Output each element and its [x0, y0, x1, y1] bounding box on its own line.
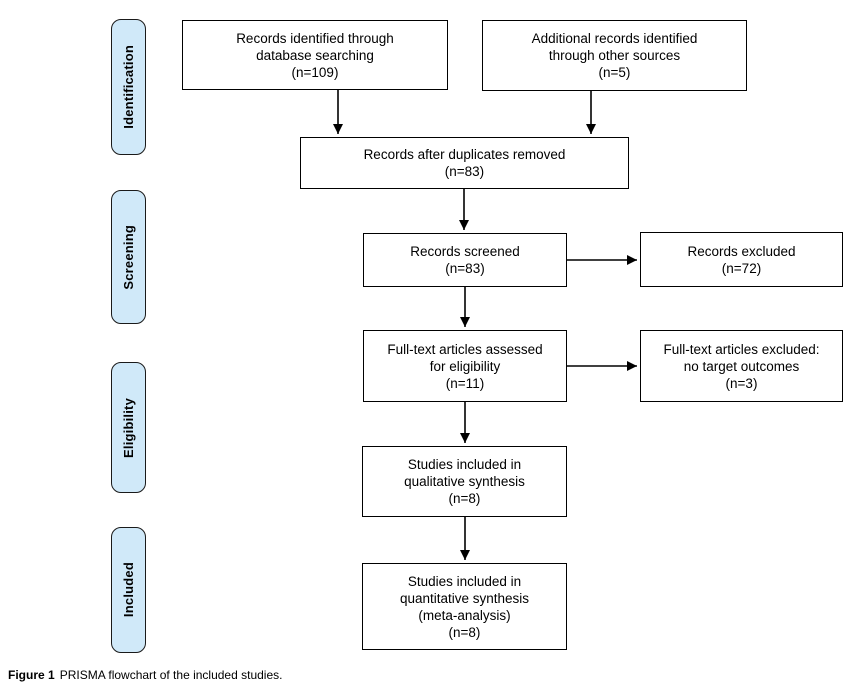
box-records-identified: Records identified through database sear… [182, 20, 448, 90]
box-text: Records identified through database sear… [236, 30, 394, 80]
box-records-screened: Records screened (n=83) [363, 233, 567, 287]
box-additional-records: Additional records identified through ot… [482, 20, 747, 91]
box-text: Full-text articles excluded: no target o… [663, 341, 820, 391]
stage-label-screening: Screening [111, 190, 146, 324]
box-text: Records after duplicates removed (n=83) [363, 147, 566, 179]
box-text: Additional records identified through ot… [531, 31, 698, 80]
box-qualitative-synthesis: Studies included in qualitative synthesi… [362, 446, 567, 517]
stage-label-text: Identification [121, 45, 136, 129]
box-text: Studies included in qualitative synthesi… [404, 457, 525, 506]
stage-label-text: Eligibility [121, 397, 136, 458]
stage-label-text: Included [121, 562, 136, 618]
box-quantitative-synthesis: Studies included in quantitative synthes… [362, 563, 567, 650]
box-text: Full-text articles assessed for eligibil… [387, 341, 543, 391]
stage-label-text: Screening [121, 224, 136, 290]
box-text: Records excluded (n=72) [687, 243, 796, 276]
stage-label-included: Included [111, 527, 146, 653]
box-records-excluded: Records excluded (n=72) [640, 232, 843, 287]
box-fulltext-assessed: Full-text articles assessed for eligibil… [363, 330, 567, 402]
figure-caption: Figure 1 PRISMA flowchart of the included… [8, 668, 282, 682]
stage-label-eligibility: Eligibility [111, 362, 146, 493]
box-duplicates-removed: Records after duplicates removed (n=83) [300, 137, 629, 189]
figure-caption-label: Figure 1 [8, 668, 55, 682]
stage-label-identification: Identification [111, 19, 146, 155]
box-text: Records screened (n=83) [410, 244, 520, 276]
box-text: Studies included in quantitative synthes… [399, 573, 530, 640]
box-fulltext-excluded: Full-text articles excluded: no target o… [640, 330, 843, 402]
figure-caption-text: PRISMA flowchart of the included studies… [59, 668, 283, 682]
